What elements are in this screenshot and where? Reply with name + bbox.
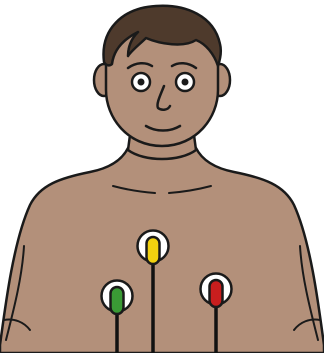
- eye-right: [176, 73, 194, 91]
- eye-left: [132, 73, 150, 91]
